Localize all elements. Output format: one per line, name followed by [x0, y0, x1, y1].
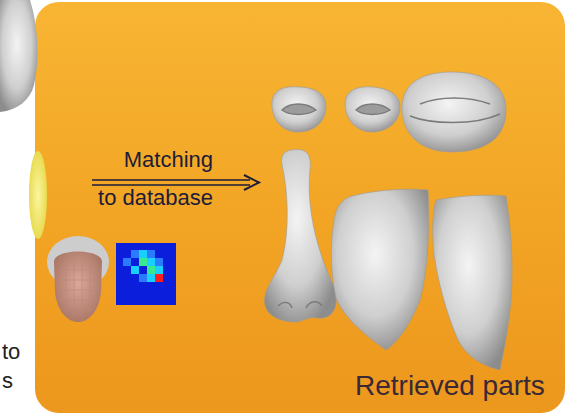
- heat-cell: [155, 266, 163, 274]
- heatmap-ground: [116, 243, 176, 305]
- arrow-line: [92, 179, 250, 181]
- heat-cell: [131, 250, 139, 258]
- heat-cell: [147, 266, 155, 274]
- eye-part: [272, 87, 326, 132]
- cheek-part: [433, 195, 512, 370]
- panel-caption: Retrieved parts: [355, 369, 545, 403]
- part-details: [278, 98, 500, 308]
- heat-cell: [155, 274, 163, 282]
- heat-cell: [139, 258, 147, 266]
- part-shading: [420, 98, 490, 104]
- heat-cell: [123, 258, 131, 266]
- mouth-part: [402, 72, 506, 152]
- part-shading: [410, 114, 500, 123]
- heat-cell: [147, 274, 155, 282]
- heat-cell: [147, 250, 155, 258]
- heat-cell: [139, 274, 147, 282]
- highlight-region: [29, 151, 47, 239]
- part-shading: [278, 302, 322, 308]
- heat-cell: [155, 258, 163, 266]
- heat-cell: [139, 250, 147, 258]
- cheek-part: [331, 189, 428, 350]
- nose-part: [265, 150, 337, 322]
- heatmap: [116, 243, 176, 305]
- cropped-label: s: [2, 368, 13, 394]
- part-shading: [282, 104, 316, 115]
- cropped-label: to: [2, 339, 20, 365]
- mesh-grid: [57, 254, 99, 321]
- eye-part: [345, 87, 400, 132]
- arrow-head: [244, 175, 259, 190]
- double-arrow: [92, 175, 259, 190]
- retrieved-parts: [265, 72, 513, 370]
- face-mesh: [47, 236, 109, 322]
- heat-cell: [147, 258, 155, 266]
- arrow-label: Matching to database: [88, 141, 213, 217]
- arrow-line: [92, 184, 250, 186]
- heat-cell: [131, 266, 139, 274]
- part-shading: [356, 104, 390, 115]
- input-face-crop: [0, 0, 37, 112]
- face-skin: [54, 252, 102, 323]
